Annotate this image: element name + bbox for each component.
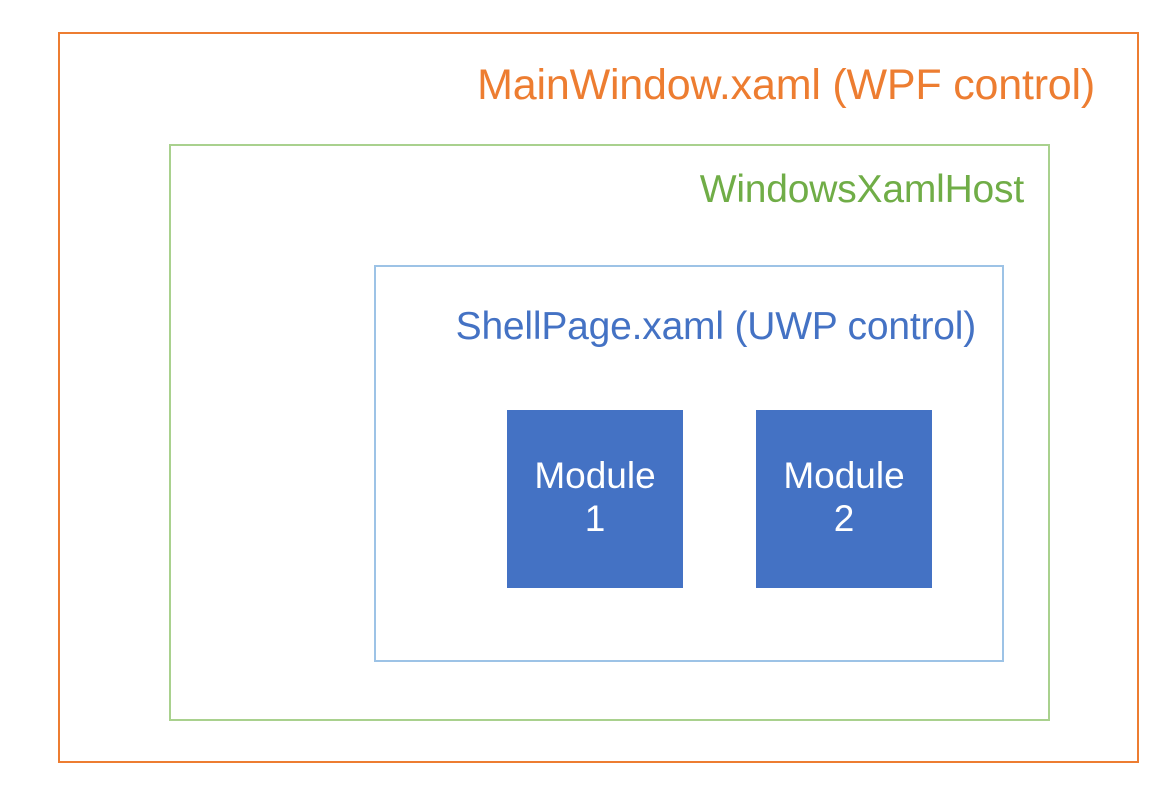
module-2-name: Module	[783, 454, 905, 496]
layer-mainwindow-box: MainWindow.xaml (WPF control) WindowsXam…	[58, 32, 1139, 763]
layer-shellpage-box: ShellPage.xaml (UWP control) Module 1 Mo…	[374, 265, 1004, 662]
module-2-number: 2	[833, 498, 855, 539]
layer-windowsxamlhost-label: WindowsXamlHost	[699, 168, 1024, 211]
layer-mainwindow-label: MainWindow.xaml (WPF control)	[477, 61, 1095, 109]
layer-shellpage-label: ShellPage.xaml (UWP control)	[455, 305, 977, 348]
module-1-box: Module 1	[507, 410, 683, 588]
module-2-box: Module 2	[756, 410, 932, 588]
module-1-name: Module	[534, 454, 656, 496]
layer-windowsxamlhost-box: WindowsXamlHost ShellPage.xaml (UWP cont…	[169, 144, 1050, 721]
modules-row: Module 1 Module 2	[376, 267, 1002, 660]
module-1-number: 1	[584, 498, 606, 539]
